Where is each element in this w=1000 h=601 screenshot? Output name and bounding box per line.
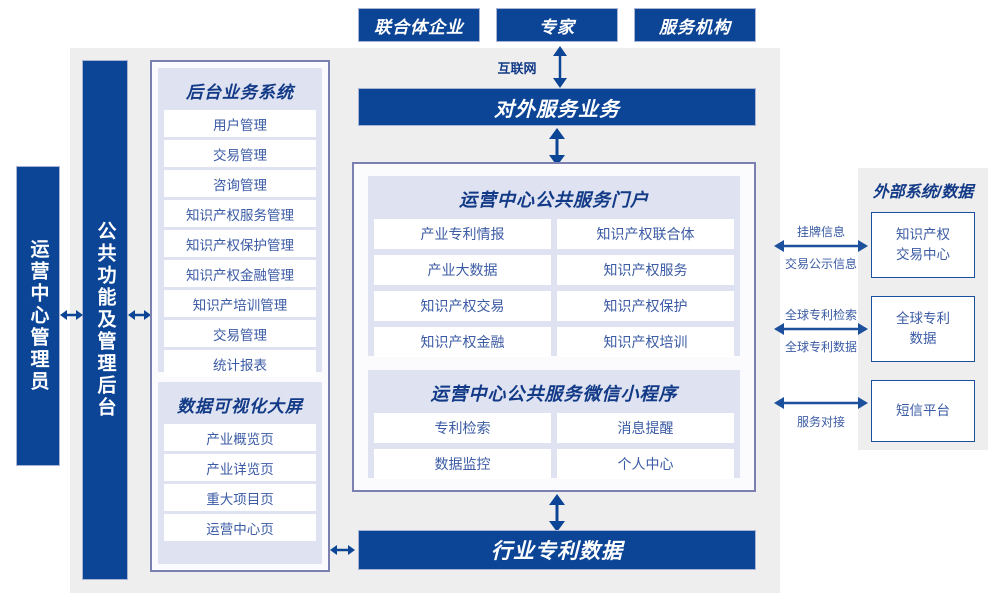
portal-item[interactable]: 知识产权交易 [374,291,551,321]
backend-item[interactable]: 交易管理 [164,320,316,347]
actor-box-consortium[interactable]: 联合体企业 [358,8,480,42]
data-visual-item[interactable]: 运营中心页 [164,514,316,541]
backend-item[interactable]: 知识产权金融管理 [164,260,316,287]
portal-item[interactable]: 产业大数据 [374,255,551,285]
external-box-label: 短信平台 [896,403,950,419]
backend-item[interactable]: 统计报表 [164,350,316,377]
ip-exchange-arrow [774,239,868,253]
applet-item[interactable]: 消息提醒 [557,413,734,443]
portal-title: 运营中心公共服务门户 [459,190,649,210]
operator-admin-label: 运营中心管理员 [27,239,49,393]
external-box-label: 全球专利数据 [896,311,950,346]
data-visual-item[interactable]: 产业概览页 [164,424,316,451]
applet-group: 运营中心公共服务微信小程序 专利检索 消息提醒 数据监控 个人中心 [368,370,740,479]
backend-item[interactable]: 知识产权保护管理 [164,230,316,257]
ip-exchange-arrow-label-below: 交易公示信息 [784,257,857,271]
left-to-data-arrow [330,543,355,557]
sms-arrow [774,396,868,410]
applet-grid: 专利检索 消息提醒 数据监控 个人中心 [374,413,734,479]
portal-item[interactable]: 知识产权联合体 [557,219,734,249]
center-to-data-arrow [548,494,566,532]
applet-item[interactable]: 个人中心 [557,449,734,479]
operator-admin-bar[interactable]: 运营中心管理员 [16,166,60,466]
backend-item[interactable]: 咨询管理 [164,170,316,197]
actor-box-expert[interactable]: 专家 [496,8,618,42]
backend-system-group: 后台业务系统 用户管理 交易管理 咨询管理 知识产权服务管理 知识产权保护管理 … [158,68,322,377]
applet-title: 运营中心公共服务微信小程序 [430,384,678,404]
portal-group: 运营中心公共服务门户 产业专利情报 知识产权联合体 产业大数据 知识产权服务 知… [368,176,740,357]
backend-system-title: 后台业务系统 [186,83,294,102]
data-visual-item[interactable]: 重大项目页 [164,484,316,511]
global-patent-arrow [774,322,868,336]
external-service-bar[interactable]: 对外服务业务 [358,88,756,126]
external-systems-title: 外部系统/数据 [872,184,974,201]
internet-connector-arrow [551,46,569,88]
common-function-bar[interactable]: 公共功能及管理后台 [82,60,128,580]
actor-label: 服务机构 [659,17,731,37]
global-patent-arrow-label-above: 全球专利检索 [784,308,857,322]
external-box-ip-exchange[interactable]: 知识产权交易中心 [871,212,975,278]
actor-label: 联合体企业 [374,17,464,37]
industry-patent-data-bar[interactable]: 行业专利数据 [358,530,756,570]
external-box-label: 知识产权交易中心 [896,227,950,262]
actor-box-service-org[interactable]: 服务机构 [634,8,756,42]
backend-item[interactable]: 知识产培训管理 [164,290,316,317]
service-to-portal-arrow [548,128,566,166]
external-service-label: 对外服务业务 [494,98,620,121]
common-to-backend-arrow [128,308,151,322]
portal-item[interactable]: 知识产权培训 [557,327,734,357]
data-visual-title: 数据可视化大屏 [177,397,303,416]
internet-label: 互联网 [497,61,537,76]
backend-item[interactable]: 知识产权服务管理 [164,200,316,227]
applet-item[interactable]: 数据监控 [374,449,551,479]
portal-item[interactable]: 知识产权金融 [374,327,551,357]
sms-arrow-label-below: 服务对接 [796,415,845,429]
applet-item[interactable]: 专利检索 [374,413,551,443]
portal-item[interactable]: 产业专利情报 [374,219,551,249]
data-visual-item[interactable]: 产业详览页 [164,454,316,481]
external-box-global-patent[interactable]: 全球专利数据 [871,296,975,362]
admin-to-common-arrow [60,308,83,322]
portal-grid: 产业专利情报 知识产权联合体 产业大数据 知识产权服务 知识产权交易 知识产权保… [374,219,734,357]
backend-item[interactable]: 用户管理 [164,110,316,137]
actor-label: 专家 [539,17,575,37]
backend-item[interactable]: 交易管理 [164,140,316,167]
common-function-label: 公共功能及管理后台 [94,221,116,419]
global-patent-arrow-label-below: 全球专利数据 [784,340,857,354]
external-box-sms[interactable]: 短信平台 [871,380,975,442]
ip-exchange-arrow-label-above: 挂牌信息 [796,225,845,239]
data-visual-group: 数据可视化大屏 产业概览页 产业详览页 重大项目页 运营中心页 [158,382,322,564]
portal-item[interactable]: 知识产权服务 [557,255,734,285]
portal-item[interactable]: 知识产权保护 [557,291,734,321]
industry-patent-data-label: 行业专利数据 [491,540,623,563]
